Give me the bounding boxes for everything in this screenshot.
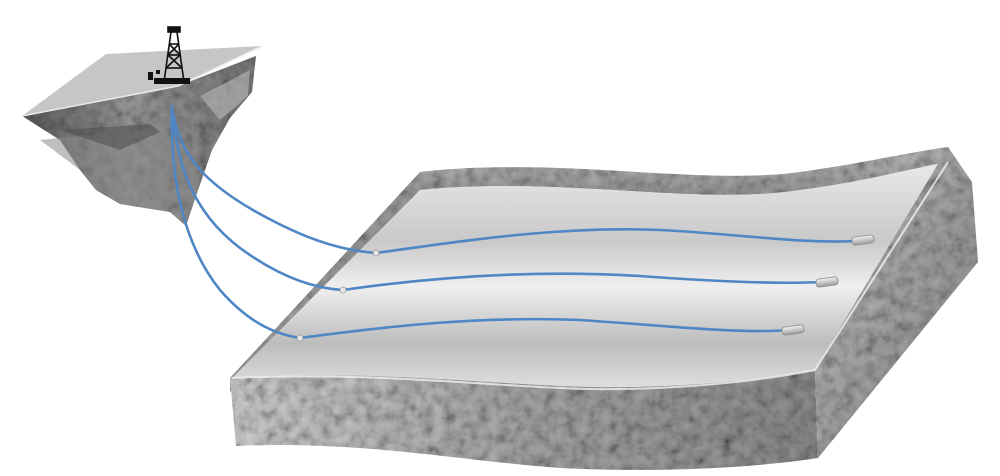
drilling-platform [21,26,263,226]
well-tips [296,234,875,342]
wellbore-3 [170,104,792,340]
reservoir-slab [230,147,978,470]
platform-top [22,46,262,116]
oil-derrick-icon [148,26,190,84]
reservoir-back-wall [420,147,948,195]
wellbore-2 [170,104,824,292]
reservoir-top-surface [232,162,948,390]
reservoir-front-face [230,370,818,470]
wellbore-1 [170,104,860,255]
well-tip-marker-icon [815,276,839,288]
reservoir-right-face [815,147,978,458]
wellbores [170,104,860,340]
well-tip-marker-icon [781,324,805,336]
well-tip-marker-icon [851,234,875,246]
